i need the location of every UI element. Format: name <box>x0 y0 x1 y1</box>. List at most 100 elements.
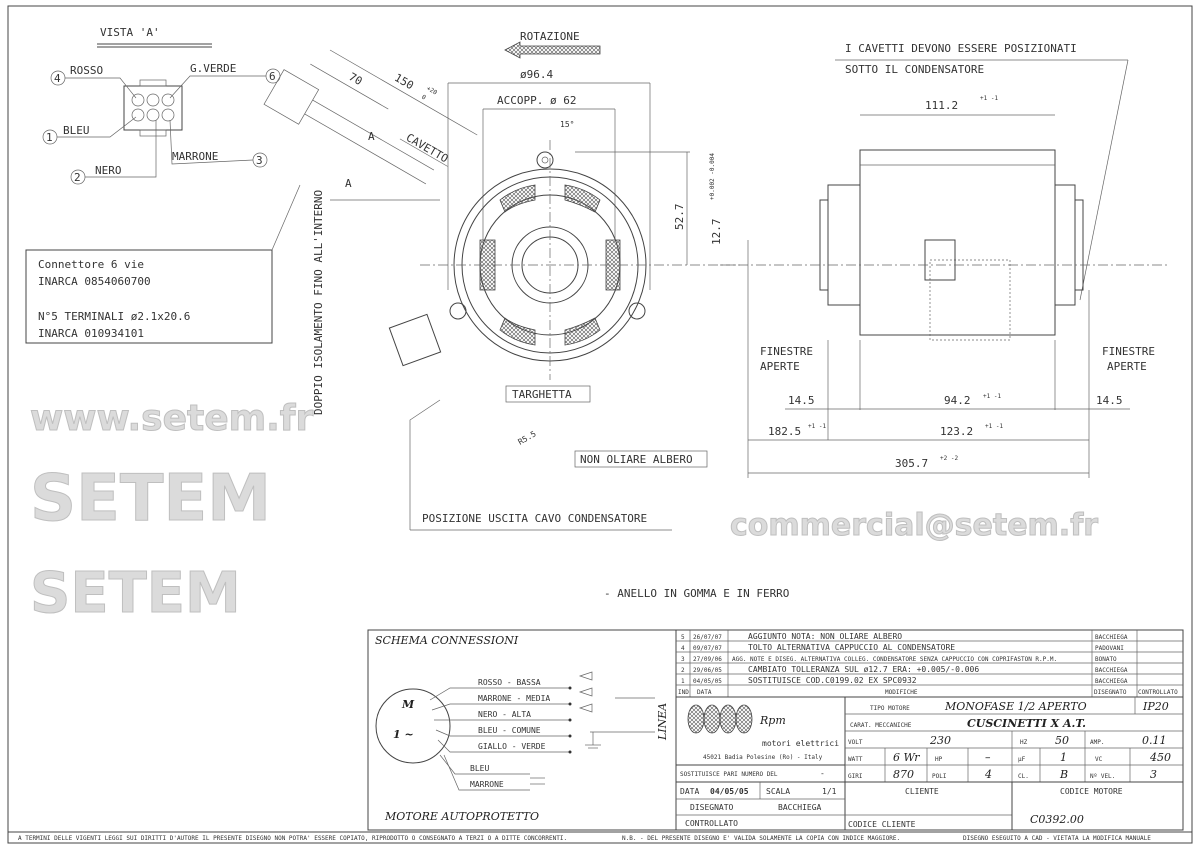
front-view: ROTAZIONE ø96.4 ACCOPP. ø 62 15° 52.7 12… <box>263 30 740 531</box>
wire-label: NERO - ALTA <box>478 710 531 719</box>
rev-disegnato: BACCHIEGA <box>1095 678 1128 685</box>
rev-header: IND <box>678 689 689 696</box>
rpm-logo: Rpm motori elettrici 45021 Badia Polesin… <box>687 704 839 761</box>
rev-disegnato: BONATO <box>1095 656 1117 663</box>
dim-label: 305.7 <box>895 457 928 470</box>
watermark-text: SETEM <box>30 462 271 536</box>
spec-label: VC <box>1095 756 1103 763</box>
scala-label: SCALA <box>766 787 790 796</box>
dim-label: 14.5 <box>1096 394 1123 407</box>
note-line: I CAVETTI DEVONO ESSERE POSIZIONATI <box>845 42 1077 55</box>
section-label: A <box>345 177 352 190</box>
rev-date: 26/07/07 <box>693 634 722 641</box>
spec-value: B <box>1059 768 1068 781</box>
dim-label: 52.7 <box>673 204 686 231</box>
rev-ind: 2 <box>681 667 685 674</box>
spec-label: POLI <box>932 773 947 780</box>
note-line: Connettore 6 vie <box>38 258 144 271</box>
watermark-text: www.setem.fr <box>30 398 313 439</box>
rev-modifica: TOLTO ALTERNATIVA CAPPUCCIO AL CONDENSAT… <box>748 643 955 652</box>
spec-value: MONOFASE 1/2 APERTO <box>944 700 1087 713</box>
spec-label: µF <box>1018 756 1026 763</box>
rev-ind: 5 <box>681 634 685 641</box>
rev-header: DISEGNATO <box>1094 689 1127 696</box>
spec-value: 1 <box>1060 751 1067 764</box>
data-label: DATA <box>680 787 699 796</box>
spec-value: 6 Wr <box>893 751 920 764</box>
copyright-notice: A TERMINI DELLE VIGENTI LEGGI SUI DIRITT… <box>18 835 567 842</box>
side-view: I CAVETTI DEVONO ESSERE POSIZIONATI SOTT… <box>720 42 1170 478</box>
dim-tolerance: 0 <box>420 94 427 102</box>
codice-motore-value: C0392.00 <box>1030 813 1084 826</box>
wire-label: BLEU - COMUNE <box>478 726 541 735</box>
insulation-label: DOPPIO ISOLAMENTO FINO ALL'INTERNO <box>312 190 325 415</box>
spec-label: HP <box>935 756 943 763</box>
dim-label: 70 <box>346 70 364 88</box>
watermark-text: SETEM <box>30 561 241 626</box>
pin-num: 6 <box>269 70 276 83</box>
vista-a: VISTA 'A' 4 ROSSO 6 G.VERDE 1 BLEU 3 MAR… <box>42 26 281 185</box>
cliente-label: CLIENTE <box>905 787 939 796</box>
dim-label: 150 <box>392 71 416 92</box>
dim-tolerance: +0.002 -0.004 <box>709 153 716 200</box>
rev-ind: 3 <box>681 656 685 663</box>
dim-label: 182.5 <box>768 425 801 438</box>
rev-ind: 4 <box>681 645 685 652</box>
sheet-border <box>7 5 1193 844</box>
schema-connessioni: SCHEMA CONNESSIONI M 1 ~ ROSSO - BASSAMA… <box>367 629 677 831</box>
linea-label: LINEA <box>656 703 669 741</box>
pin-color: MARRONE <box>172 150 218 163</box>
pin-color: NERO <box>95 164 122 177</box>
spec-label: HZ <box>1020 739 1028 746</box>
dim-tolerance: +2 -2 <box>940 455 958 462</box>
rev-modifica: AGGIUNTO NOTA: NON OLIARE ALBERO <box>748 632 902 641</box>
dim-label: ø96.4 <box>520 68 553 81</box>
cap-wire-label: BLEU <box>470 764 489 773</box>
motor-m: M <box>401 698 415 711</box>
rev-modifica: SOSTITUISCE COD.C0199.02 EX SPC0932 <box>748 676 917 685</box>
rev-date: 09/07/07 <box>693 645 722 652</box>
note-line: SOTTO IL CONDENSATORE <box>845 63 984 76</box>
finestre-label: FINESTRE <box>760 345 813 358</box>
non-oliare-label: NON OLIARE ALBERO <box>580 453 693 466</box>
finestre-label: APERTE <box>760 360 800 373</box>
nb-notice: N.B. - DEL PRESENTE DISEGNO E' VALIDA SO… <box>622 835 900 842</box>
pin-num: 4 <box>54 72 61 85</box>
dim-tolerance: +1 -1 <box>980 95 998 102</box>
watermark: www.setem.fr SETEM SETEM commercial@sete… <box>30 398 1099 627</box>
note-line: N°5 TERMINALI ø2.1x20.6 <box>38 310 190 323</box>
rev-modifica: CAMBIATO TOLLERANZA SUL ø12.7 ERA: +0.00… <box>748 665 979 674</box>
rev-disegnato: BACCHIEGA <box>1095 634 1128 641</box>
rotation-label: ROTAZIONE <box>520 30 580 43</box>
note-line: INARCA 010934101 <box>38 327 144 340</box>
watermark-text: commercial@setem.fr <box>730 508 1098 543</box>
finestre-label: FINESTRE <box>1102 345 1155 358</box>
rev-header: CONTROLLATO <box>1138 689 1178 696</box>
disegnato-value: BACCHIEGA <box>778 803 822 812</box>
spec-label: WATT <box>848 756 863 763</box>
codice-cliente-label: CODICE CLIENTE <box>848 820 916 829</box>
rev-date: 29/06/05 <box>693 667 722 674</box>
logo-text: Rpm <box>759 714 786 727</box>
dim-label: R5.5 <box>517 429 538 447</box>
spec-value: IP20 <box>1142 700 1169 713</box>
motor-symbol <box>375 688 451 764</box>
spec-label: TIPO MOTORE <box>870 705 910 712</box>
dim-label: 12.7 <box>710 219 723 246</box>
spec-value: 4 <box>984 768 992 781</box>
pin-color: BLEU <box>63 124 90 137</box>
pin-color: ROSSO <box>70 64 103 77</box>
spec-value: 0.11 <box>1142 734 1167 747</box>
cap-wire-label: MARRONE <box>470 780 504 789</box>
sostituisce-label: SOSTITUISCE PARI NUMERO DEL <box>680 771 778 778</box>
spec-label: CARAT. MECCANICHE <box>850 722 912 729</box>
finestre-label: APERTE <box>1107 360 1147 373</box>
wire-label: ROSSO - BASSA <box>478 678 541 687</box>
scala-value: 1/1 <box>822 787 837 796</box>
connector-note: Connettore 6 vie INARCA 0854060700 N°5 T… <box>25 184 301 344</box>
rev-date: 27/09/06 <box>693 656 722 663</box>
spec-value: 230 <box>929 734 951 747</box>
anello-note: - ANELLO IN GOMMA E IN FERRO <box>604 587 789 600</box>
rev-date: 04/05/05 <box>693 678 722 685</box>
